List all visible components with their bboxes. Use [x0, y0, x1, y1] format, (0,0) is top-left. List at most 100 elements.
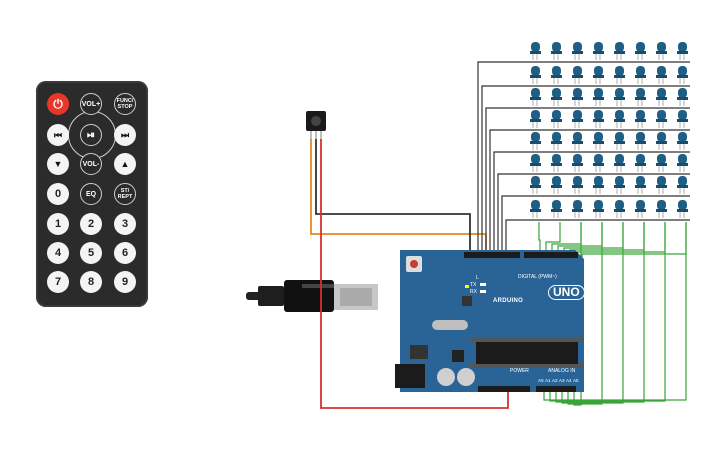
matrix-led[interactable] — [593, 66, 604, 84]
ir-remote[interactable]: ⏻ VOL+ FUNC/ STOP ⏮ ⏯ ⏭ ▼ VOL- ▲ 0 EQ ST… — [36, 81, 148, 307]
matrix-led[interactable] — [614, 110, 625, 128]
matrix-led[interactable] — [614, 66, 625, 84]
num-2-button[interactable]: 2 — [80, 213, 102, 235]
matrix-led[interactable] — [530, 42, 541, 60]
matrix-led[interactable] — [593, 176, 604, 194]
matrix-led[interactable] — [593, 132, 604, 150]
matrix-led[interactable] — [572, 110, 583, 128]
matrix-led[interactable] — [572, 88, 583, 106]
wire-red-vcc[interactable] — [320, 139, 509, 409]
num-0-button[interactable]: 0 — [47, 183, 69, 205]
l-label: L — [476, 275, 479, 281]
matrix-led[interactable] — [635, 132, 646, 150]
matrix-led[interactable] — [530, 176, 541, 194]
matrix-led[interactable] — [677, 66, 688, 84]
num-3-button[interactable]: 3 — [114, 213, 136, 235]
prev-button[interactable]: ⏮ — [47, 124, 69, 146]
matrix-led[interactable] — [614, 154, 625, 172]
matrix-led[interactable] — [614, 176, 625, 194]
rx-label: RX — [470, 289, 477, 295]
matrix-led[interactable] — [593, 200, 604, 218]
matrix-led[interactable] — [614, 42, 625, 60]
num-9-button[interactable]: 9 — [114, 271, 136, 293]
matrix-led[interactable] — [635, 200, 646, 218]
func-stop-label: FUNC/ STOP — [116, 98, 134, 110]
arduino-brand-label: ARDUINO — [493, 298, 524, 304]
matrix-led[interactable] — [572, 200, 583, 218]
matrix-led[interactable] — [677, 42, 688, 60]
matrix-led[interactable] — [551, 132, 562, 150]
matrix-led[interactable] — [551, 66, 562, 84]
num-1-button[interactable]: 1 — [47, 213, 69, 235]
matrix-led[interactable] — [656, 154, 667, 172]
play-pause-button[interactable]: ⏯ — [80, 124, 102, 146]
matrix-led[interactable] — [530, 66, 541, 84]
matrix-led[interactable] — [593, 88, 604, 106]
vol-up-button[interactable]: VOL+ — [80, 93, 102, 115]
wire-orange-signal[interactable] — [310, 139, 487, 258]
matrix-row-wire — [489, 129, 690, 258]
matrix-led[interactable] — [551, 42, 562, 60]
matrix-led[interactable] — [635, 42, 646, 60]
matrix-led[interactable] — [530, 110, 541, 128]
matrix-led[interactable] — [656, 42, 667, 60]
vol-down-button[interactable]: VOL- — [80, 153, 102, 175]
matrix-led[interactable] — [656, 110, 667, 128]
led-matrix[interactable] — [530, 42, 688, 218]
matrix-led[interactable] — [572, 132, 583, 150]
eq-button[interactable]: EQ — [80, 183, 102, 205]
matrix-led[interactable] — [551, 110, 562, 128]
matrix-led[interactable] — [572, 66, 583, 84]
up-button[interactable]: ▲ — [114, 153, 136, 175]
matrix-led[interactable] — [551, 154, 562, 172]
matrix-led[interactable] — [677, 200, 688, 218]
matrix-led[interactable] — [593, 110, 604, 128]
wire-black-gnd[interactable] — [315, 139, 471, 258]
num-5-button[interactable]: 5 — [80, 242, 102, 264]
num-6-button[interactable]: 6 — [114, 242, 136, 264]
matrix-led[interactable] — [677, 110, 688, 128]
matrix-led[interactable] — [614, 88, 625, 106]
analog-wire — [543, 222, 687, 401]
matrix-led[interactable] — [530, 132, 541, 150]
matrix-led[interactable] — [614, 200, 625, 218]
matrix-led[interactable] — [551, 176, 562, 194]
next-button[interactable]: ⏭ — [114, 124, 136, 146]
matrix-led[interactable] — [614, 132, 625, 150]
matrix-led[interactable] — [551, 200, 562, 218]
matrix-led[interactable] — [530, 200, 541, 218]
ir-receiver-sensor[interactable] — [306, 111, 326, 139]
matrix-led[interactable] — [656, 200, 667, 218]
matrix-led[interactable] — [530, 154, 541, 172]
matrix-led[interactable] — [551, 88, 562, 106]
matrix-led[interactable] — [635, 154, 646, 172]
matrix-led[interactable] — [593, 42, 604, 60]
matrix-led[interactable] — [572, 154, 583, 172]
matrix-led[interactable] — [677, 88, 688, 106]
usb-cable[interactable] — [246, 280, 378, 312]
arduino-uno-board[interactable] — [395, 250, 584, 392]
matrix-led[interactable] — [572, 42, 583, 60]
st-rept-button[interactable]: ST/ REPT — [114, 183, 136, 205]
matrix-led[interactable] — [635, 110, 646, 128]
matrix-led[interactable] — [635, 88, 646, 106]
func-stop-button[interactable]: FUNC/ STOP — [114, 93, 136, 115]
down-button[interactable]: ▼ — [47, 153, 69, 175]
matrix-led[interactable] — [572, 176, 583, 194]
num-4-button[interactable]: 4 — [47, 242, 69, 264]
matrix-led[interactable] — [677, 154, 688, 172]
matrix-led[interactable] — [593, 154, 604, 172]
matrix-led[interactable] — [635, 66, 646, 84]
num-7-button[interactable]: 7 — [47, 271, 69, 293]
num-8-button[interactable]: 8 — [80, 271, 102, 293]
matrix-led[interactable] — [656, 176, 667, 194]
matrix-led[interactable] — [677, 176, 688, 194]
power-button[interactable]: ⏻ — [47, 93, 69, 115]
matrix-led[interactable] — [656, 66, 667, 84]
matrix-led[interactable] — [656, 88, 667, 106]
matrix-led[interactable] — [635, 176, 646, 194]
matrix-led[interactable] — [530, 88, 541, 106]
matrix-led[interactable] — [656, 132, 667, 150]
matrix-led[interactable] — [677, 132, 688, 150]
